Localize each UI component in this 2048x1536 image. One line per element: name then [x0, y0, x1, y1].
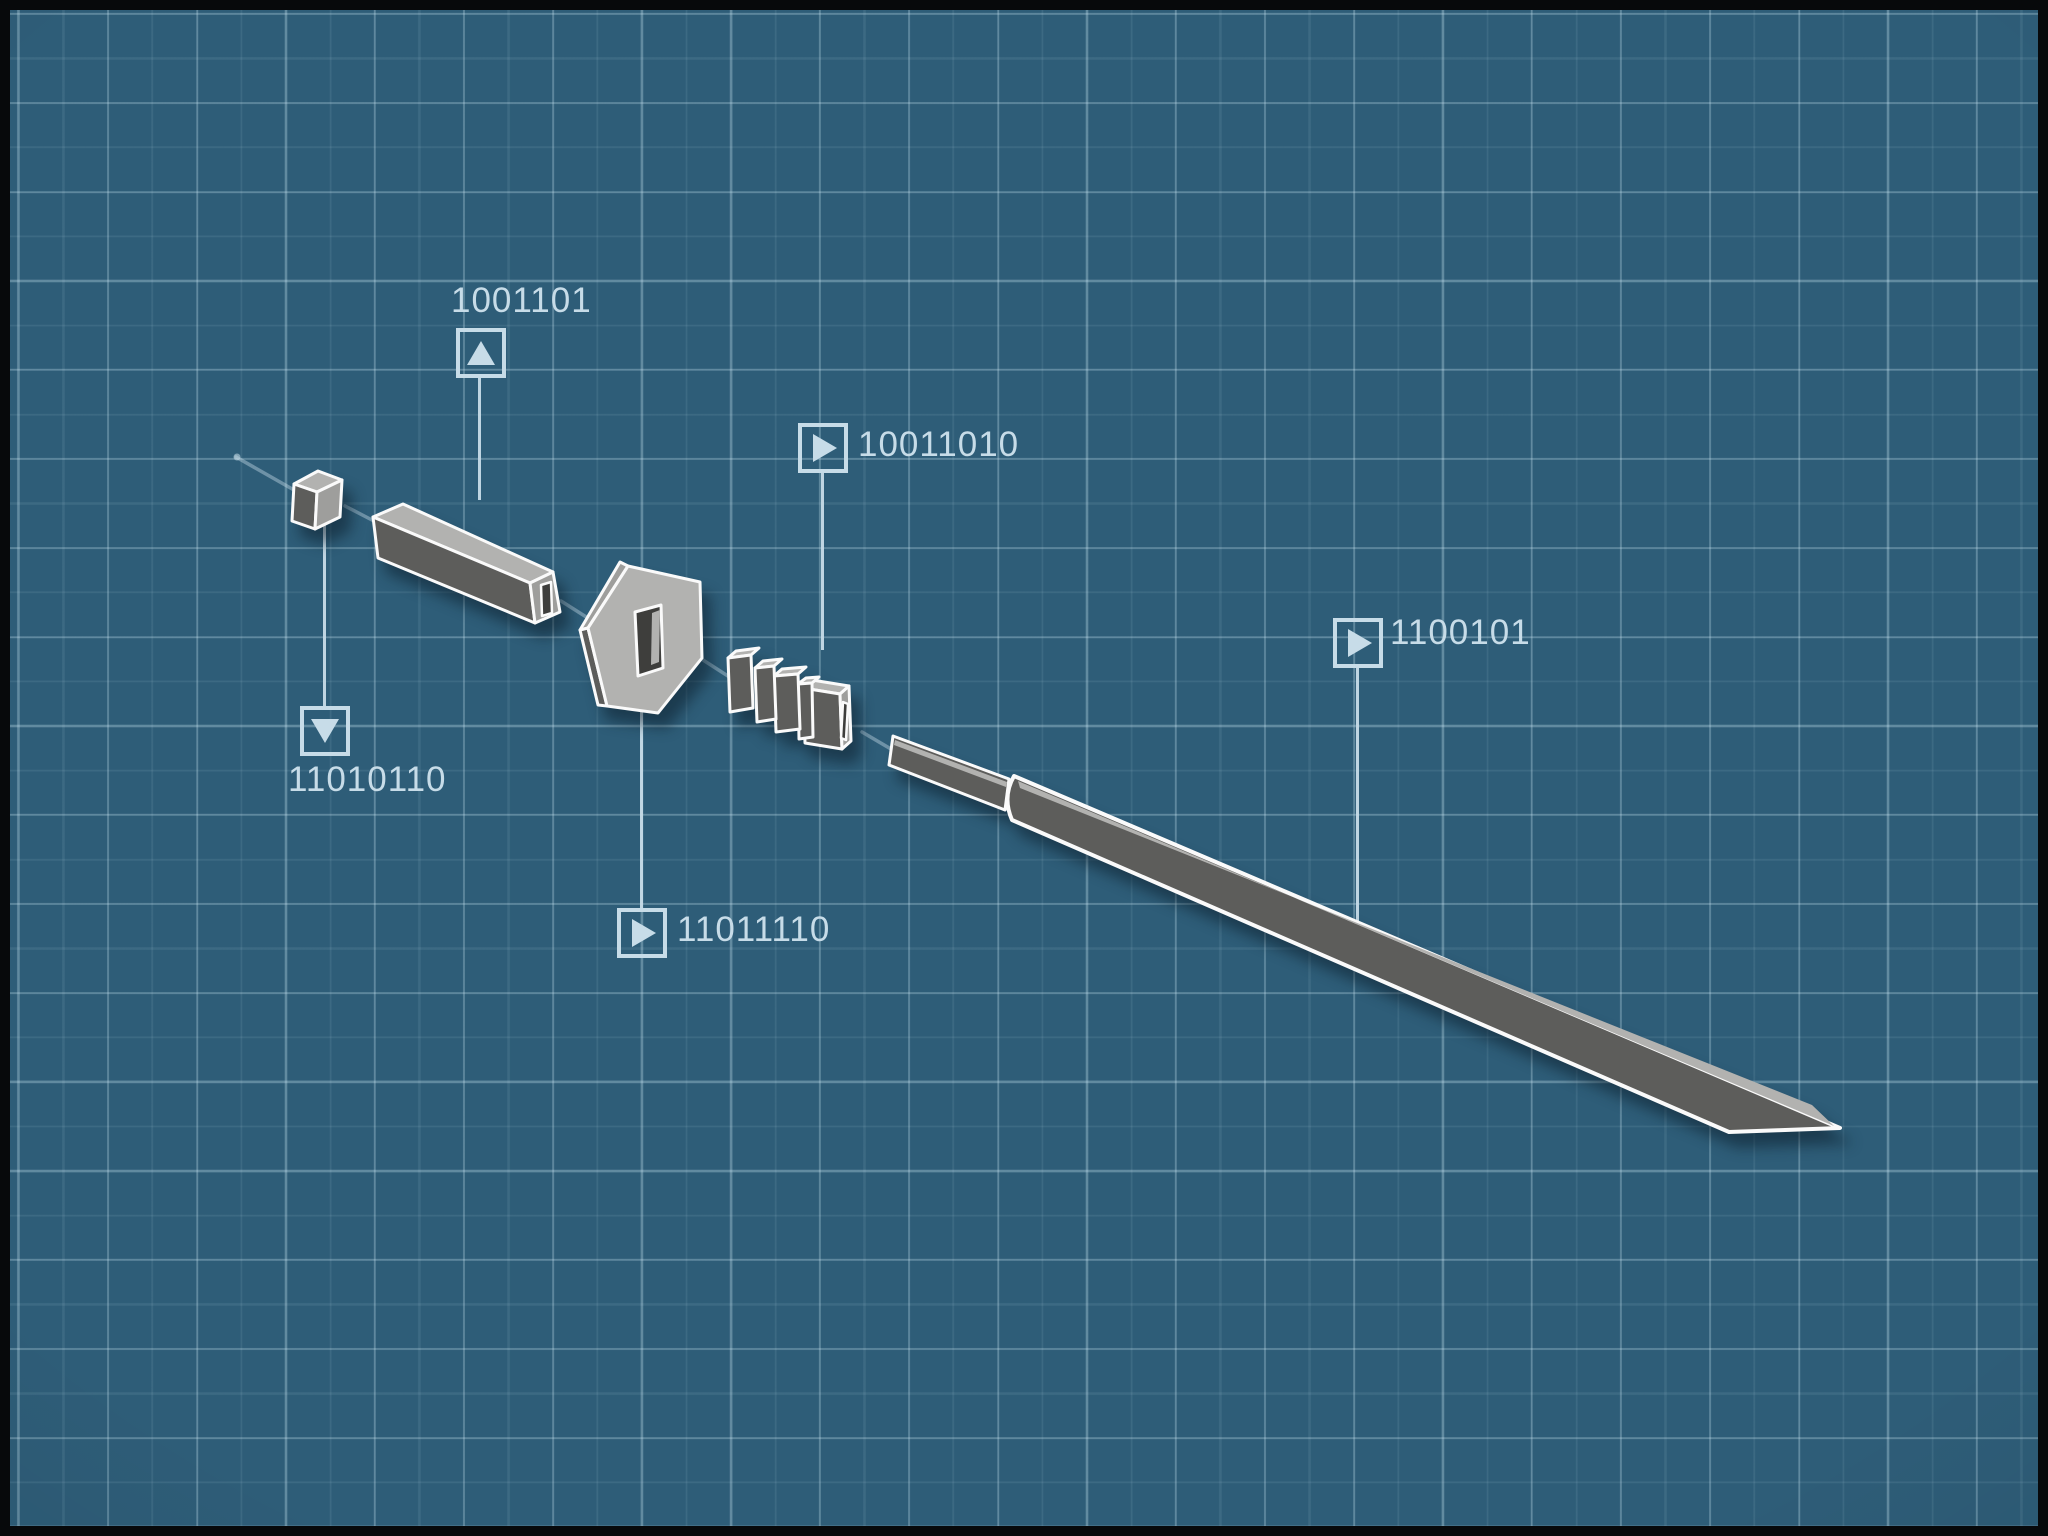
binary-label-blade: 1100101 — [1390, 613, 1531, 652]
binary-label-handle: 1001101 — [451, 281, 592, 320]
spacer-stack-part — [726, 646, 853, 751]
pommel-cap-part — [290, 469, 344, 531]
assembly-axis-segment — [701, 658, 733, 680]
marker-box-handle[interactable] — [456, 328, 506, 378]
assembly-axis-segment — [234, 455, 296, 492]
handle-part — [371, 502, 562, 625]
binary-label-spacers: 10011010 — [858, 425, 1020, 464]
blade-spine — [1018, 781, 1834, 1126]
marker-box-guard[interactable] — [617, 908, 667, 958]
arrow-right-icon — [632, 919, 656, 947]
arrow-down-icon — [311, 719, 339, 743]
marker-box-blade[interactable] — [1333, 618, 1383, 668]
binary-label-guard: 11011110 — [677, 910, 831, 949]
collar-tang-slot — [839, 700, 850, 742]
assembly-axis-segment — [559, 599, 593, 622]
handle-tang-hole — [539, 580, 554, 618]
guard-part — [578, 560, 704, 715]
arrow-up-icon — [467, 341, 495, 365]
axis-start-dot — [233, 453, 241, 461]
binary-label-pommel: 11010110 — [288, 760, 447, 799]
marker-box-pommel[interactable] — [300, 706, 350, 756]
blade-part — [887, 734, 1842, 1134]
marker-box-spacers[interactable] — [798, 423, 848, 473]
assembly-axis-segment — [860, 730, 893, 751]
assembly-axis-segment — [343, 504, 374, 522]
blade-tang — [887, 734, 1011, 812]
arrow-right-icon — [813, 434, 837, 462]
arrow-right-icon — [1348, 629, 1372, 657]
